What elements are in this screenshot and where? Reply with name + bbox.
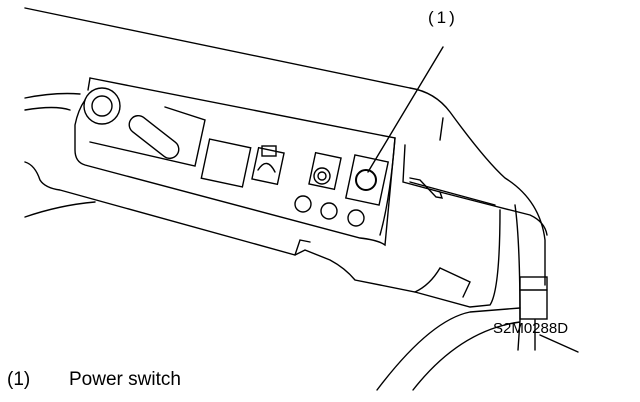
cable-harness	[376, 144, 579, 391]
callout-leader-line	[367, 46, 444, 173]
panel-housing	[24, 7, 546, 308]
round-jacks	[294, 195, 365, 227]
round-connector	[308, 151, 342, 191]
power-switch[interactable]	[344, 154, 390, 206]
rectangular-port	[200, 138, 252, 188]
panel-face	[74, 77, 396, 247]
figure-code: S2M0288D	[493, 320, 569, 337]
modular-jack	[251, 145, 285, 186]
legend-number: (1)	[7, 369, 31, 390]
cable-plug-connector	[83, 87, 206, 167]
callout-label-1: (1)	[428, 8, 458, 27]
legend-label: Power switch	[69, 369, 181, 390]
